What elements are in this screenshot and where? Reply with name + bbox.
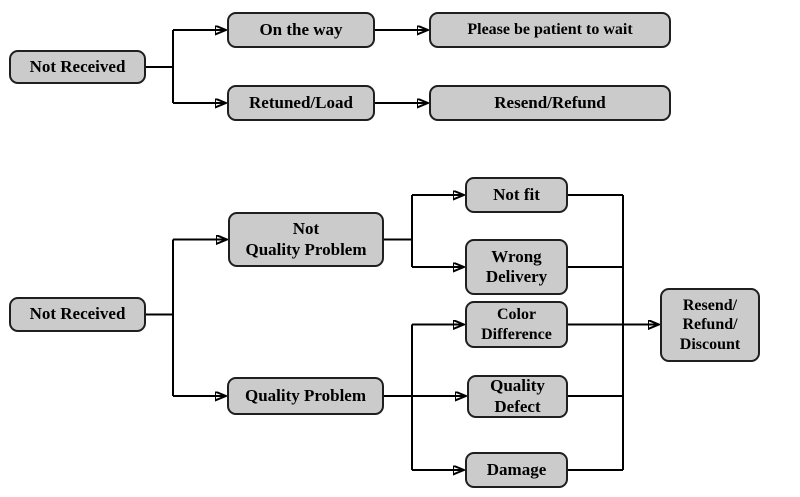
node-label-line1: Quality [490,376,545,396]
node-label-line1: Wrong [491,246,542,266]
node-on-the-way: On the way [227,12,375,48]
node-quality-defect: Quality Defect [467,375,568,418]
node-resend-refund-discount: Resend/ Refund/ Discount [660,288,760,362]
node-damage: Damage [465,452,568,488]
node-label: Quality Problem [244,385,367,405]
node-not-received-bottom: Not Received [9,297,146,332]
node-label: Damage [486,459,547,479]
node-wrong-delivery: Wrong Delivery [465,239,568,295]
node-label: Not Received [29,304,126,324]
node-resend-refund: Resend/Refund [429,85,671,121]
node-retuned-load: Retuned/Load [227,85,375,121]
node-label: Please be patient to wait [467,21,633,39]
node-label: Retuned/Load [249,92,353,112]
node-label: Not Received [29,56,126,76]
node-label-line1: Not [292,219,320,239]
node-please-be-patient: Please be patient to wait [429,12,671,48]
node-not-quality-problem: Not Quality Problem [228,212,384,267]
node-color-difference: Color Difference [465,301,568,348]
node-quality-problem: Quality Problem [227,377,384,415]
node-label-line2: Refund/ [682,316,738,334]
node-label-line1: Color [496,306,537,324]
node-not-fit: Not fit [465,177,568,213]
node-label: Resend/Refund [494,92,606,112]
node-label-line2: Difference [481,325,552,343]
node-label: On the way [259,19,343,39]
node-label-line1: Resend/ [682,297,738,315]
node-label-line2: Quality Problem [245,239,367,259]
node-label-line3: Discount [679,335,741,353]
node-label: Not fit [493,184,540,204]
node-not-received-top: Not Received [9,50,146,84]
node-label-line2: Defect [494,396,541,416]
node-label-line2: Delivery [485,267,548,286]
